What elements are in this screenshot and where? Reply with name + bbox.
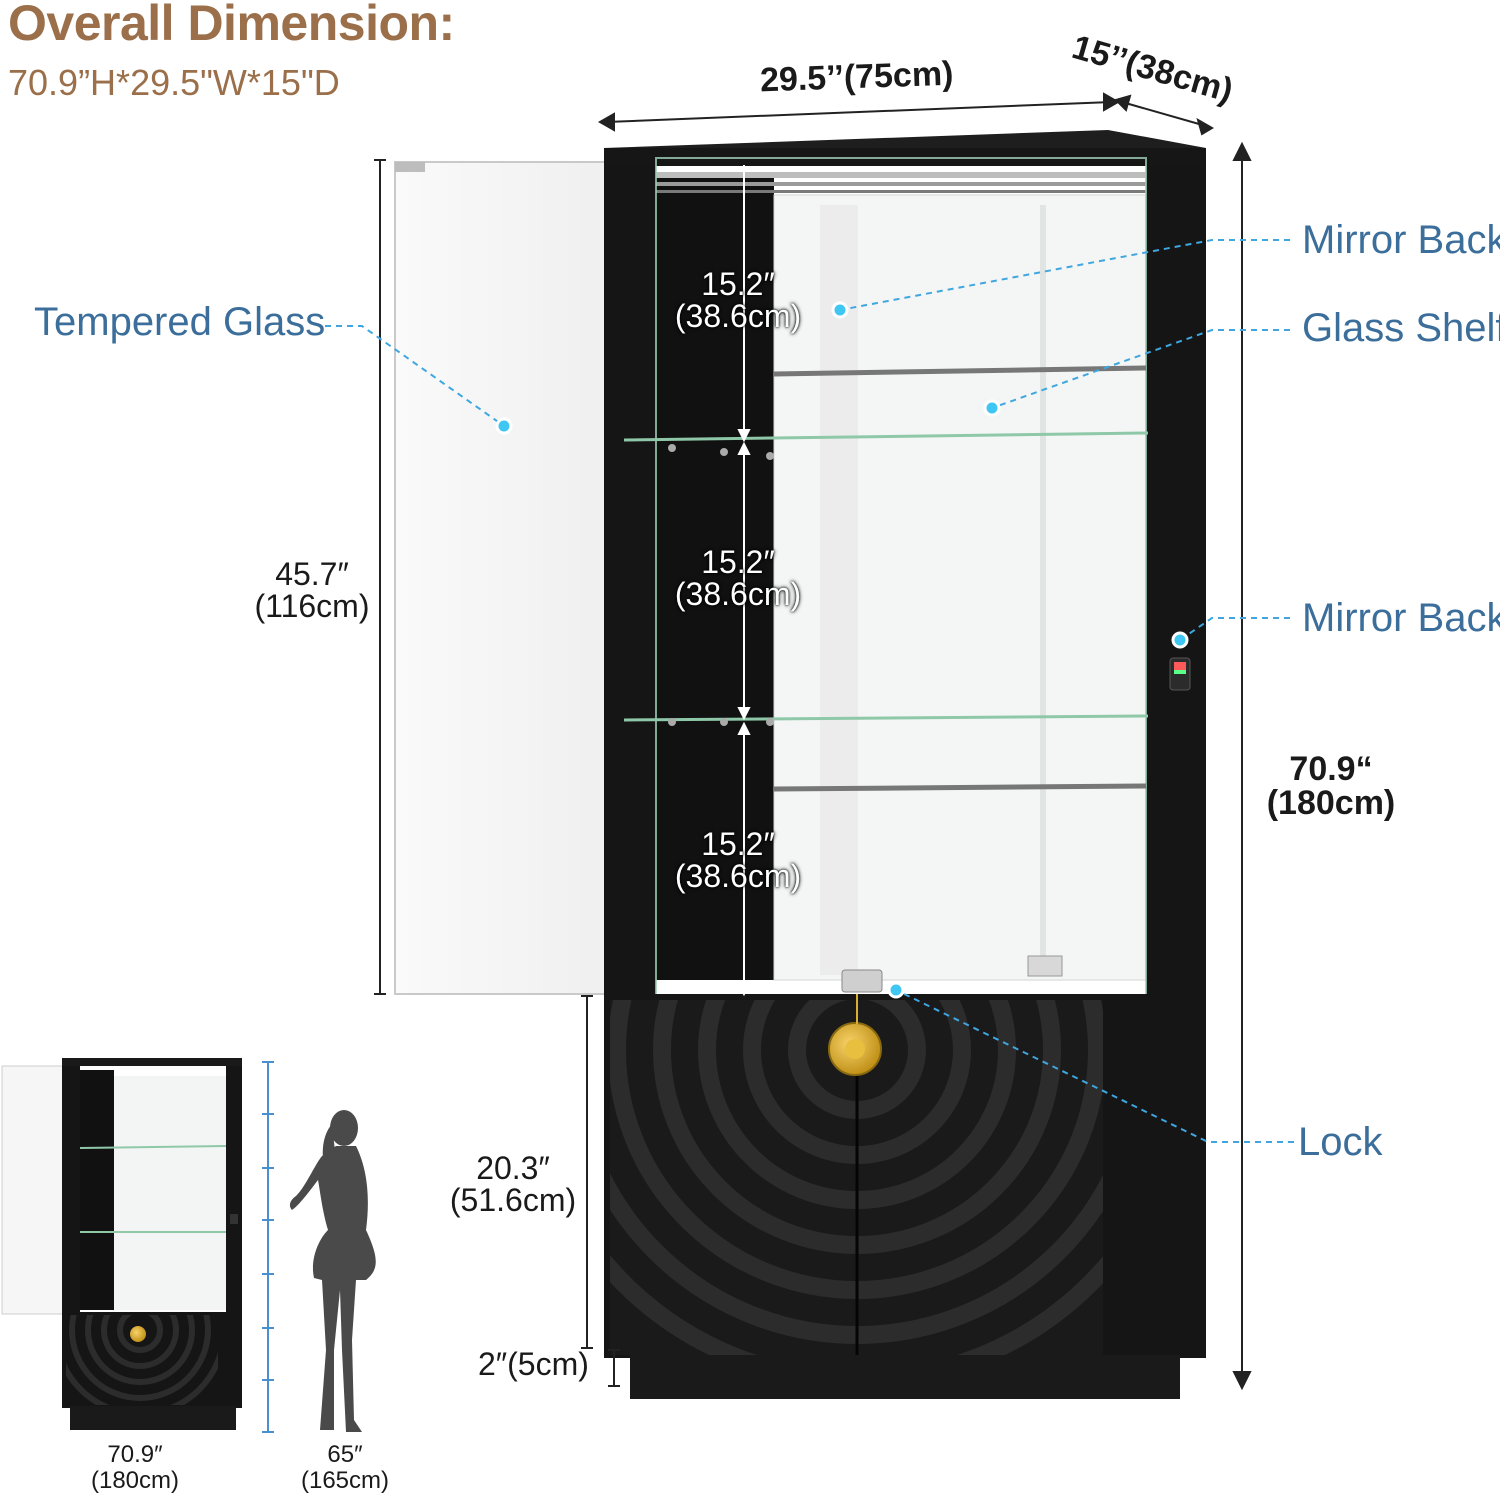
callout-dots bbox=[495, 301, 1189, 999]
total-height-inches: 70.9“ bbox=[1289, 750, 1373, 788]
callout-tempered-glass: Tempered Glass bbox=[34, 300, 326, 344]
glass-door-height-inches: 45.7″ bbox=[275, 556, 349, 592]
shelf-gap-1-cm: (38.6cm) bbox=[674, 298, 802, 334]
base-height-label: 2″(5cm) bbox=[478, 1346, 589, 1382]
lock-bracket bbox=[841, 969, 883, 993]
width-label: 29.5’’(75cm) bbox=[759, 54, 955, 100]
cabinet-height-inches: 20.3″ bbox=[476, 1150, 550, 1186]
glass-door-height-cm: (116cm) bbox=[254, 588, 370, 624]
shelf-gap-label-2: 15.2″ (38.6cm) bbox=[672, 546, 804, 610]
page-subtitle: 70.9”H*29.5"W*15"D bbox=[8, 62, 340, 103]
page-title: Overall Dimension: bbox=[8, 0, 455, 51]
shelf-gap-label-1: 15.2″ (38.6cm) bbox=[672, 268, 804, 332]
person-height-inches: 65″ bbox=[327, 1441, 363, 1468]
mini-cabinet-height-label: 70.9″ (180cm) bbox=[80, 1441, 190, 1495]
mini-cabinet bbox=[1, 1058, 242, 1430]
open-glass-door bbox=[394, 161, 636, 995]
cabinet-right-panel bbox=[1146, 166, 1206, 996]
total-height-cm: (180cm) bbox=[1266, 784, 1396, 822]
shelf-gap-1-inches: 15.2″ bbox=[701, 266, 775, 302]
callout-lock: Lock bbox=[1298, 1120, 1383, 1164]
shelf-gap-3-cm: (38.6cm) bbox=[674, 858, 802, 894]
callout-leaders bbox=[325, 239, 1294, 1143]
mini-cabinet-inches: 70.9″ bbox=[107, 1441, 163, 1468]
glass-door-height-label: 45.7″ (116cm) bbox=[248, 558, 376, 622]
cabinet-base bbox=[630, 1355, 1180, 1399]
person-height-label: 65″ (165cm) bbox=[290, 1441, 400, 1495]
callout-glass-shelf: Glass Shelf bbox=[1302, 306, 1500, 350]
shelf-gap-label-3: 15.2″ (38.6cm) bbox=[672, 828, 804, 892]
cabinet-height-cm: (51.6cm) bbox=[449, 1182, 577, 1218]
cabinet-height-label: 20.3″ (51.6cm) bbox=[448, 1152, 578, 1216]
callout-mirror-back-top: Mirror Back bbox=[1302, 218, 1500, 262]
total-height-label: 70.9“ (180cm) bbox=[1256, 752, 1406, 820]
mini-height-ruler bbox=[262, 1061, 274, 1433]
mini-cabinet-cm: (180cm) bbox=[90, 1467, 180, 1495]
cabinet-left-panel bbox=[604, 166, 656, 996]
person-silhouette bbox=[289, 1110, 376, 1432]
glass-shelves bbox=[623, 365, 1149, 792]
callout-mirror-back-side: Mirror Back bbox=[1302, 596, 1500, 640]
shelf-gap-3-inches: 15.2″ bbox=[701, 826, 775, 862]
person-height-cm: (165cm) bbox=[300, 1467, 390, 1495]
shelf-gap-2-cm: (38.6cm) bbox=[674, 576, 802, 612]
shelf-gap-2-inches: 15.2″ bbox=[701, 544, 775, 580]
